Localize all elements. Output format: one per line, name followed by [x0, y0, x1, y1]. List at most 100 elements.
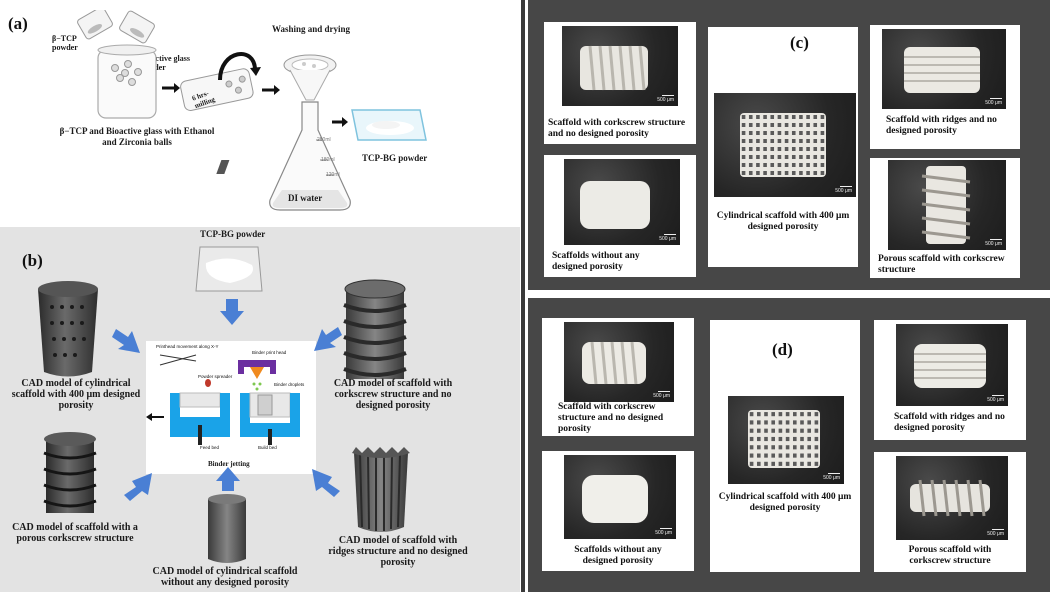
label-cyl-porous: Cylindrical scaffold with 400 μm designe… [718, 492, 852, 513]
powder-tray-icon [195, 246, 263, 292]
scale-bar: 500 μm [985, 241, 1002, 247]
scaffold-plain-image [580, 181, 650, 229]
scaffold-porous-image [748, 410, 820, 468]
pore [800, 412, 804, 417]
flask-mark-1: 250ml [317, 137, 331, 143]
scaffold-porous-corkscrew-image [910, 479, 990, 517]
label-ridges: Scaffold with ridges and no designed por… [886, 115, 997, 136]
pore [778, 461, 783, 466]
pore [748, 171, 753, 175]
pore [770, 139, 775, 143]
pore [807, 428, 811, 433]
pore [749, 420, 754, 425]
pore [771, 428, 775, 433]
pore [763, 115, 767, 119]
pore [799, 147, 803, 151]
pore [764, 445, 768, 450]
arrow-down-left-icon [314, 327, 342, 351]
pore [757, 453, 761, 458]
washing-drying-label: Washing and drying [272, 24, 351, 34]
pore [777, 155, 782, 159]
pore [800, 445, 804, 450]
pore [771, 461, 775, 466]
pore [813, 131, 818, 135]
card-no-porosity: 500 μm Scaffolds without any designed po… [544, 155, 696, 277]
card-porous-corkscrew: 500 μm Porous scaffold with corkscrew st… [874, 452, 1026, 572]
pore [748, 147, 753, 151]
pore [778, 420, 783, 425]
pore [741, 139, 746, 143]
pore [778, 428, 783, 433]
pore [806, 155, 810, 159]
build-bed-label: Build bed [258, 445, 277, 450]
pore [784, 155, 789, 159]
pore [748, 155, 753, 159]
pore [813, 171, 818, 175]
panel-c-photos: 500 μm Scaffold with corkscrew structure… [528, 0, 1050, 290]
pore [770, 147, 775, 151]
flask-mark-2: 180ml [321, 157, 335, 163]
pore [748, 163, 753, 167]
pore [770, 115, 775, 119]
photo-corkscrew: 500 μm [564, 322, 674, 402]
pore [806, 147, 810, 151]
pore [813, 123, 818, 127]
pore [763, 131, 767, 135]
pore [799, 131, 803, 135]
pore [757, 420, 761, 425]
pore [770, 163, 775, 167]
pore [793, 445, 797, 450]
arrow-up-icon [216, 467, 240, 491]
pore [800, 453, 804, 458]
pore [784, 123, 789, 127]
cad-corkscrew-cylinder-icon [343, 279, 407, 379]
scaffold-plain-image [582, 475, 648, 523]
pore [749, 445, 754, 450]
pore [764, 453, 768, 458]
pore [791, 115, 796, 119]
bioactive-glass-beaker-icon [119, 10, 155, 44]
pore [756, 163, 760, 167]
pore [748, 139, 753, 143]
cad-corkscrew-label: CAD model of scaffold with corkscrew str… [333, 378, 453, 411]
pore [806, 115, 810, 119]
scale-bar: 500 μm [653, 393, 670, 399]
feed-bed-label: Feed bed [200, 445, 220, 450]
pore [791, 123, 796, 127]
pore [756, 115, 760, 119]
photo-corkscrew: 500 μm [562, 26, 678, 106]
pore [807, 461, 811, 466]
powder-dish-icon [351, 109, 427, 141]
pore [784, 115, 789, 119]
pore [763, 123, 767, 127]
scale-bar: 500 μm [987, 531, 1004, 537]
pore [784, 131, 789, 135]
pore [756, 171, 760, 175]
pore [800, 461, 804, 466]
pore [749, 412, 754, 417]
card-ridges: 500 μm Scaffold with ridges and no desig… [874, 320, 1026, 440]
pore [799, 123, 803, 127]
milling-cylinder-icon [180, 68, 254, 111]
pore [771, 453, 775, 458]
pore [757, 412, 761, 417]
pore [764, 412, 768, 417]
pore [757, 461, 761, 466]
cad-cyl-plain-label: CAD model of cylindrical scaffold withou… [152, 566, 298, 588]
pore [800, 436, 804, 442]
label-no-porosity: Scaffolds without any designed porosity [552, 251, 640, 272]
pore [770, 131, 775, 135]
pore [757, 428, 761, 433]
pore [814, 453, 819, 458]
arrow-down-icon [220, 299, 244, 325]
tcp-powder-label: β−TCP powder [52, 34, 78, 52]
pore [807, 436, 811, 442]
pore [814, 420, 819, 425]
pore [771, 436, 775, 442]
pore [778, 445, 783, 450]
photo-ridges: 500 μm [882, 29, 1006, 109]
pore [749, 461, 754, 466]
pore [807, 453, 811, 458]
label-no-porosity: Scaffolds without any designed porosity [574, 545, 662, 566]
pore [785, 445, 790, 450]
